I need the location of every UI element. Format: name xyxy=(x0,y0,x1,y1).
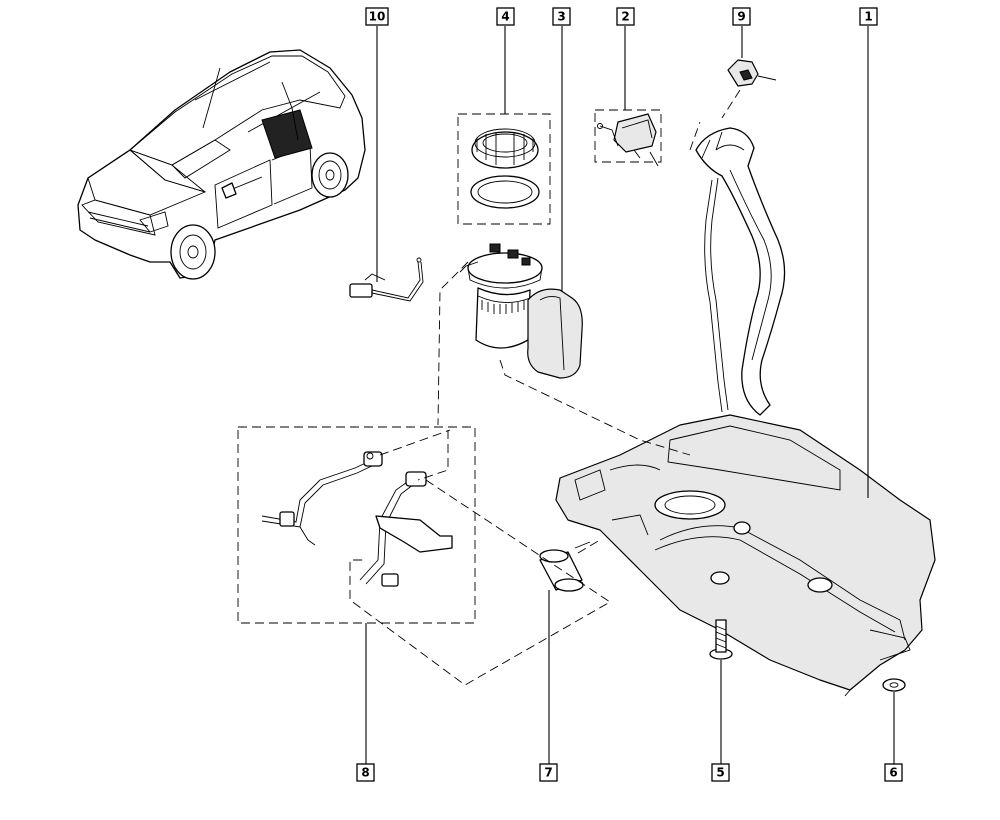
tank-location-highlight xyxy=(261,109,313,159)
filler-neck-pipe xyxy=(695,127,786,416)
part-8-group-outline xyxy=(237,426,476,624)
part-1-fuel-tank xyxy=(555,414,936,697)
callout-5-label: 5 xyxy=(716,766,724,780)
dashed-link-pump-to-pipes xyxy=(437,261,469,426)
dashed-link-filter-loop xyxy=(349,479,611,686)
callout-8: 8 xyxy=(356,763,375,782)
callout-4-label: 4 xyxy=(501,10,509,24)
leader-lines xyxy=(365,26,895,764)
callout-3-label: 3 xyxy=(557,10,565,24)
dashed-link-pipe-a xyxy=(417,430,449,481)
part-7-fuel-filter xyxy=(539,541,591,592)
callout-2: 2 xyxy=(616,7,635,26)
part-2-filler-flap xyxy=(597,113,659,167)
part-2-group-outline xyxy=(594,109,662,163)
callout-10-label: 10 xyxy=(369,10,386,24)
callout-7-label: 7 xyxy=(544,766,552,780)
part-8-fuel-pipes xyxy=(261,451,453,587)
callout-9-label: 9 xyxy=(737,10,745,24)
callout-9: 9 xyxy=(732,7,751,26)
dashed-link-filter-to-tank xyxy=(577,539,601,554)
part-9-filler-cap xyxy=(721,59,777,119)
callout-2-label: 2 xyxy=(621,10,629,24)
callout-6: 6 xyxy=(884,763,903,782)
callout-6-label: 6 xyxy=(889,766,897,780)
dashed-link-pump-to-tank xyxy=(499,359,691,456)
callout-5: 5 xyxy=(711,763,730,782)
part-4-group-outline xyxy=(457,113,551,225)
part-10-sender-wire xyxy=(349,257,424,302)
dashed-link-pipe-b xyxy=(379,429,451,456)
callout-3: 3 xyxy=(552,7,571,26)
callout-1: 1 xyxy=(859,7,878,26)
part-5-bolt xyxy=(709,619,733,660)
part-3-fuel-pump-module xyxy=(459,243,583,379)
dashed-link-filler xyxy=(689,121,701,151)
callout-1-label: 1 xyxy=(864,10,872,24)
part-4-lock-ring-and-seal xyxy=(470,128,540,209)
callout-8-label: 8 xyxy=(361,766,369,780)
callout-10: 10 xyxy=(365,7,389,26)
callout-7: 7 xyxy=(539,763,558,782)
part-6-washer xyxy=(882,678,906,692)
callout-4: 4 xyxy=(496,7,515,26)
vehicle-locator-illustration xyxy=(77,49,366,280)
